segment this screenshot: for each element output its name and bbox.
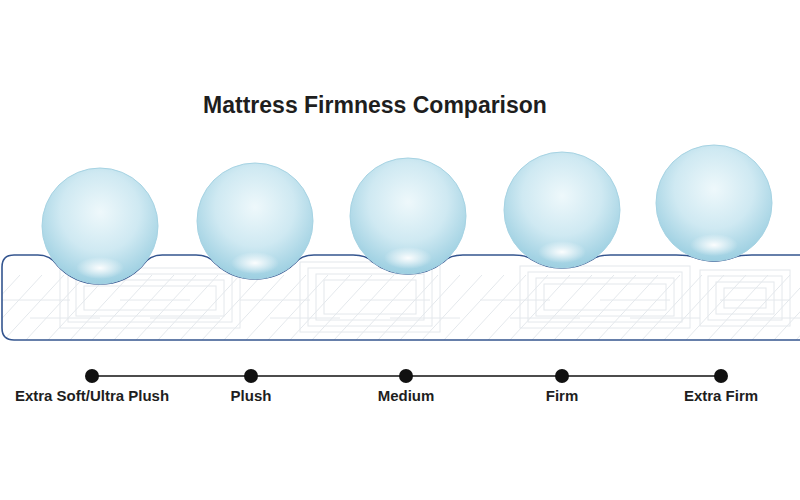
spheres — [42, 145, 772, 284]
sphere-highlight — [384, 247, 432, 269]
firmness-label: Extra Firm — [684, 387, 758, 404]
firmness-label: Extra Soft/Ultra Plush — [15, 387, 169, 404]
label-holder: Firm — [546, 387, 579, 404]
firmness-label: Plush — [231, 387, 272, 404]
sphere-highlight — [538, 241, 586, 263]
label-holder: Medium — [378, 387, 435, 404]
scale-dot — [714, 369, 728, 383]
sphere-highlight — [76, 257, 124, 279]
title: Mattress Firmness Comparison — [203, 92, 547, 119]
sphere — [42, 168, 158, 284]
scale-dot — [244, 369, 258, 383]
firmness-label: Medium — [378, 387, 435, 404]
sphere-highlight — [231, 252, 279, 274]
scale-dot — [399, 369, 413, 383]
sphere — [197, 163, 313, 279]
scale-dot — [85, 369, 99, 383]
label-holder: Extra Soft/Ultra Plush — [15, 387, 169, 404]
scale-dot — [555, 369, 569, 383]
sphere — [656, 145, 772, 261]
sphere — [350, 158, 466, 274]
title-holder: Mattress Firmness Comparison — [203, 92, 547, 119]
firmness-label: Firm — [546, 387, 579, 404]
label-holder: Extra Firm — [684, 387, 758, 404]
label-holder: Plush — [231, 387, 272, 404]
sphere — [504, 152, 620, 268]
sphere-highlight — [690, 234, 738, 256]
